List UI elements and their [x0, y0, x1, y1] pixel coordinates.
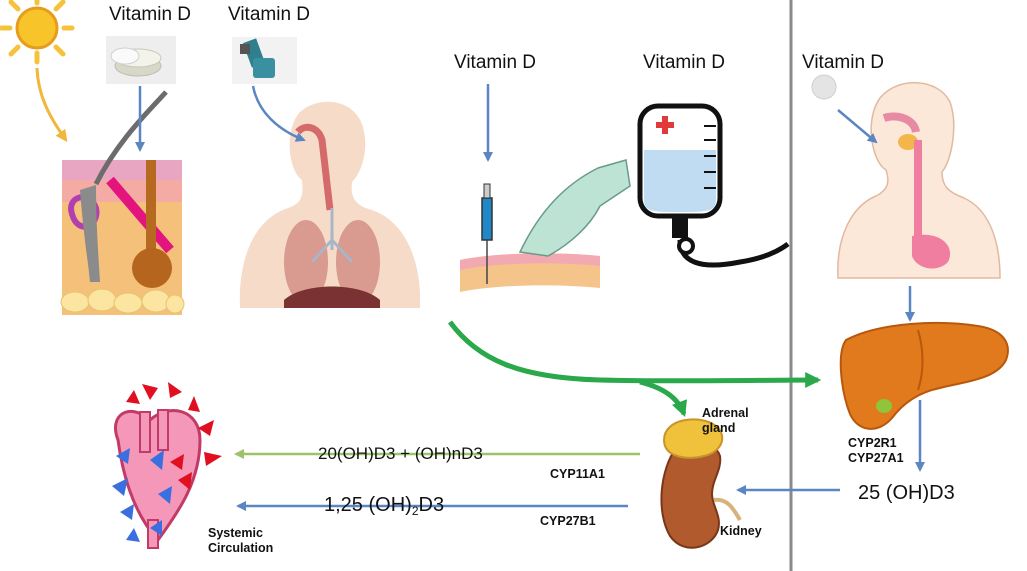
adrenal-metabolites-label: 20(OH)D3 + (OH)nD3	[318, 444, 483, 463]
digestive-figure-icon	[837, 82, 1001, 279]
inhaler-vitamin-d-label: Vitamin D	[228, 4, 311, 25]
inhaler-to-lungs-arrow	[251, 85, 306, 142]
heart-icon	[112, 382, 222, 549]
cyp11a1-label: CYP11A1	[550, 467, 605, 481]
cream-jar-icon	[106, 36, 176, 84]
liver-enzymes-label: CYP2R1 CYP27A1	[848, 436, 904, 465]
kidney-label: Kidney	[720, 524, 762, 538]
iv-bag-icon	[637, 103, 790, 268]
cyp27b1-label: CYP27B1	[540, 514, 596, 528]
sun-icon	[0, 0, 75, 65]
cream-vitamin-d-label: Vitamin D	[109, 4, 192, 25]
adrenal-gland-icon	[662, 418, 724, 459]
injection-icon	[460, 159, 631, 292]
injection-vitamin-d-label: Vitamin D	[454, 52, 537, 73]
calcitriol-label: 1,25 (OH)2D3	[324, 494, 445, 518]
to-adrenal-green-arrow	[639, 379, 687, 417]
sun-to-skin-arrow	[35, 67, 68, 142]
respiratory-figure-icon	[239, 101, 421, 309]
to-liver-green-arrow	[447, 320, 822, 389]
oral-vitamin-d-label: Vitamin D	[802, 52, 885, 73]
kidney-icon	[660, 440, 742, 549]
25-hydroxy-d3-label: 25 (OH)D3	[858, 482, 955, 504]
systemic-circulation-label: Systemic Circulation	[208, 526, 274, 555]
pill-to-mouth-arrow	[837, 109, 878, 144]
iv-vitamin-d-label: Vitamin D	[643, 52, 726, 73]
liver-icon	[839, 321, 1009, 430]
skin-icon	[60, 90, 185, 315]
inhaler-icon	[232, 37, 297, 84]
pill-icon	[811, 74, 837, 100]
adrenal-gland-label: Adrenal gland	[702, 406, 749, 435]
